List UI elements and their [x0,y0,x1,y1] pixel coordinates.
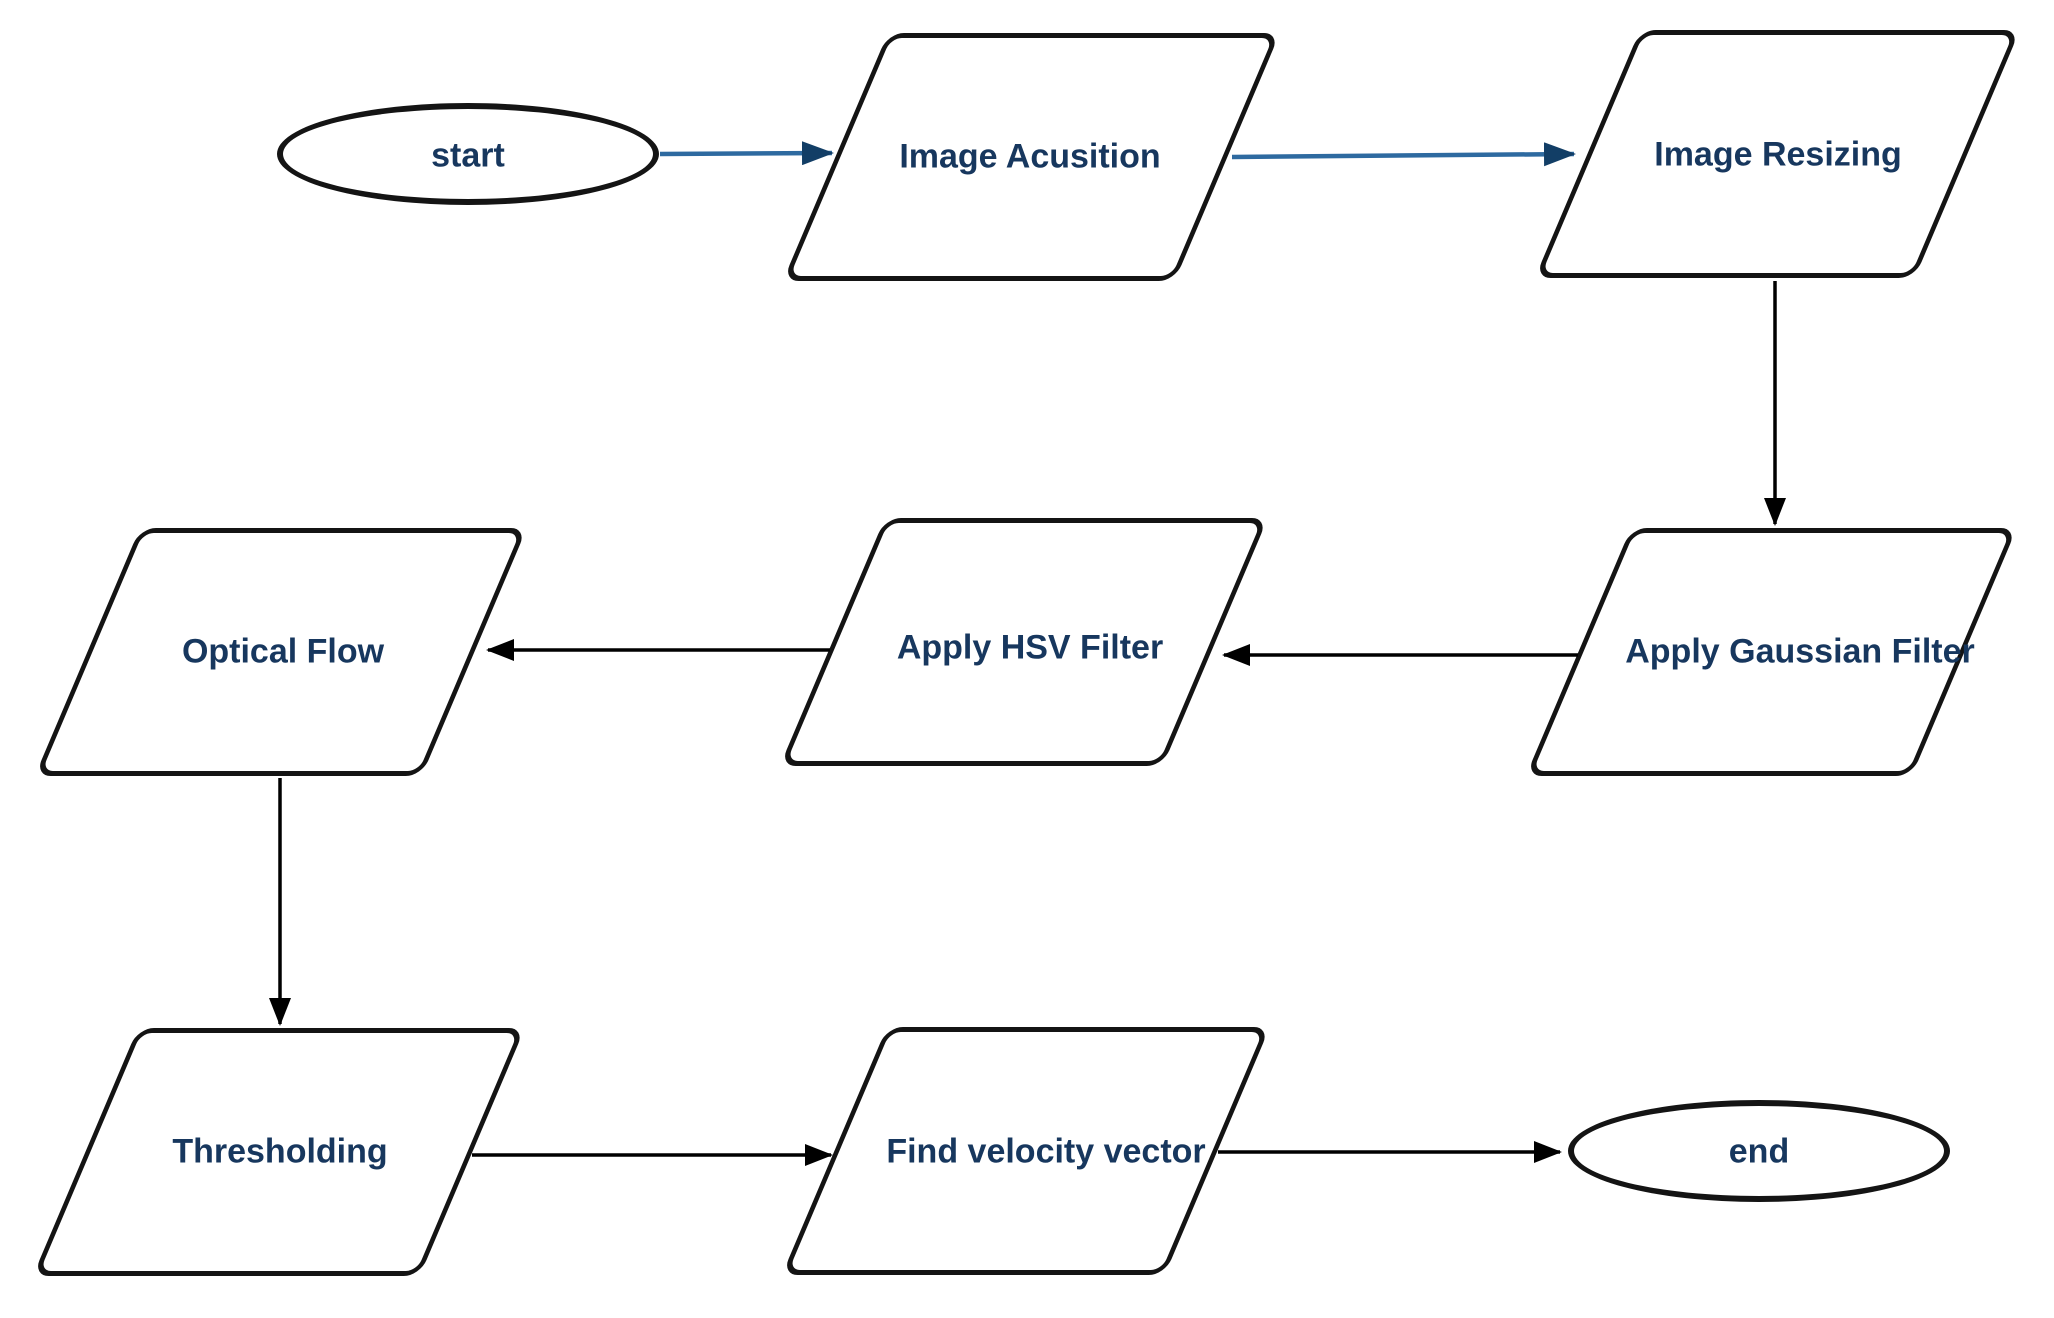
node-start-shape [277,103,659,205]
node-apply-gaussian-filter-label: Apply Gaussian Filter [1625,632,1975,671]
node-end-label: end [1728,1132,1790,1171]
node-find-velocity-vector-label: Find velocity vector [886,1132,1206,1171]
edge-image-acquisition-to-image-resizing [1231,142,1576,167]
node-end-shape [1568,1100,1950,1202]
node-optical-flow-label: Optical Flow [181,632,385,671]
node-image-resizing-label: Image Resizing [1654,135,1902,174]
edge-start-to-image-acquisition [659,141,834,166]
node-apply-hsv-filter-label: Apply HSV Filter [896,628,1164,667]
node-image-acquisition-label: Image Acusition [899,137,1161,176]
node-start-label: start [431,136,505,175]
node-thresholding-label: Thresholding [172,1132,388,1171]
